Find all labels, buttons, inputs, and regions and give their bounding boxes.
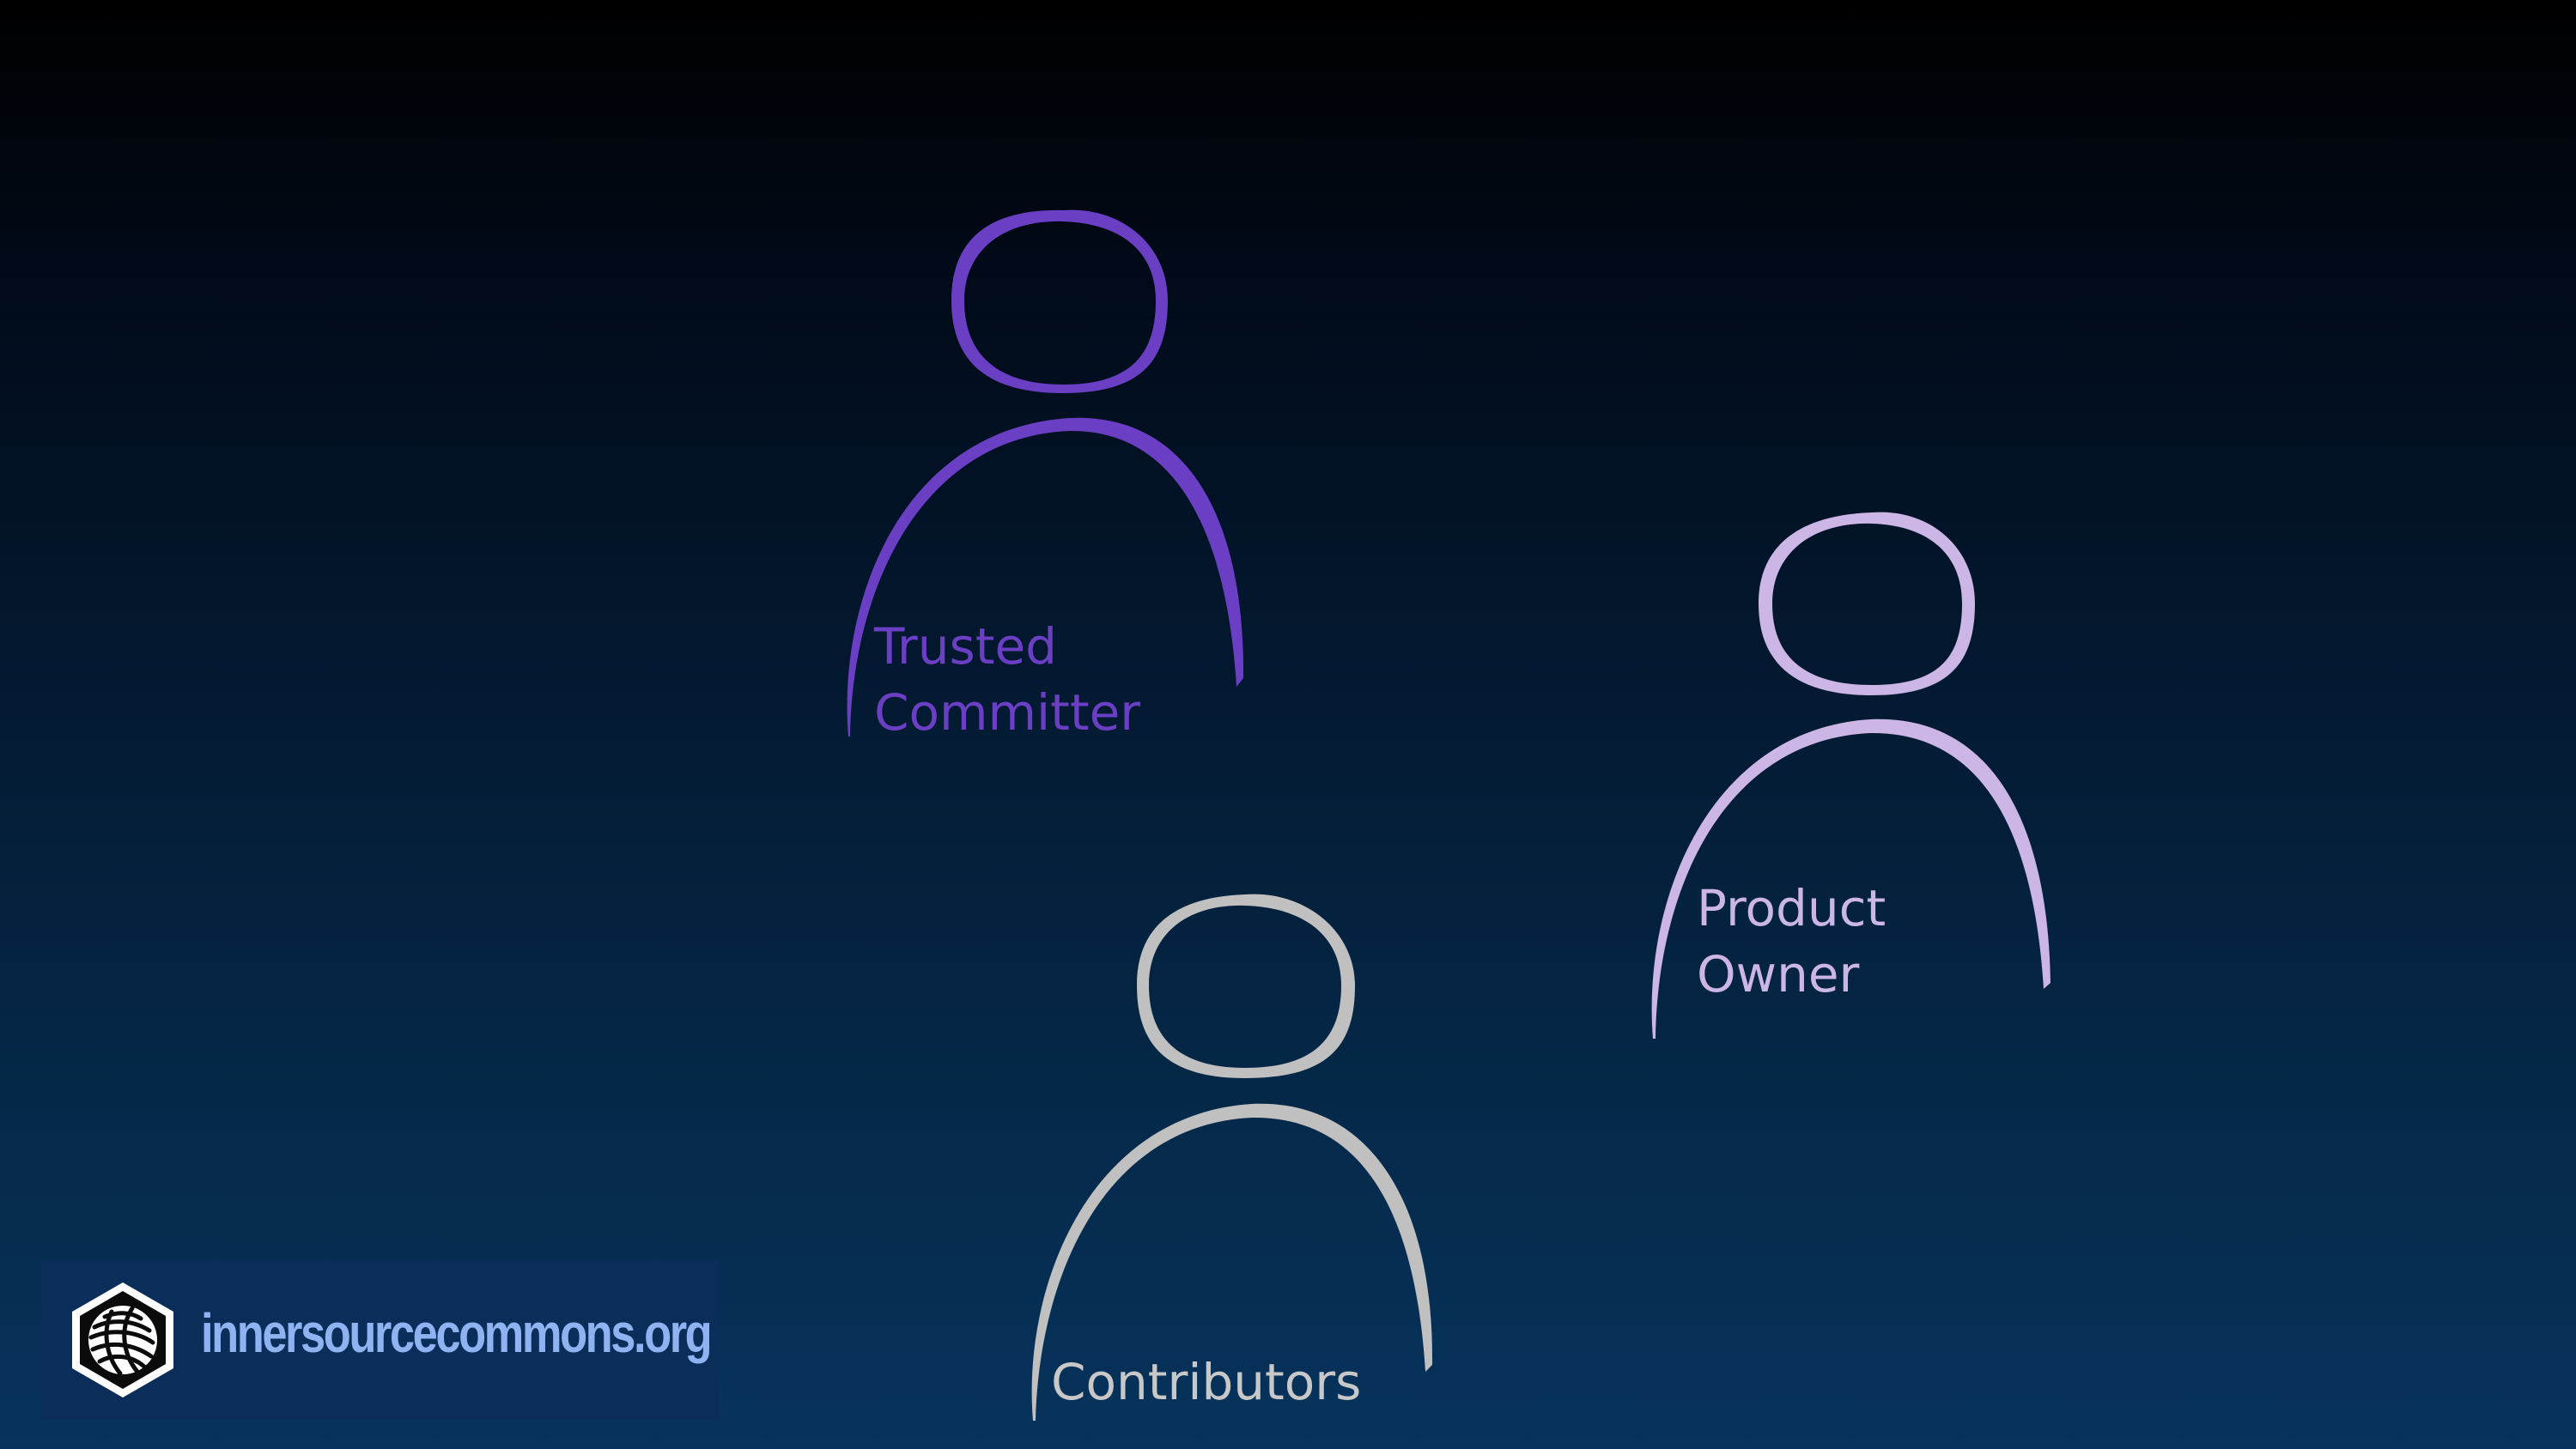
- contributors-figure: [1031, 894, 1433, 1421]
- product-owner-head: [1759, 512, 1975, 695]
- trusted-committer-label: Trusted Committer: [874, 614, 1140, 746]
- brand-banner[interactable]: innersourcecommons.org: [41, 1260, 720, 1420]
- product-owner-label-line-2: Owner: [1697, 945, 1860, 1003]
- product-owner-label-line-1: Product: [1697, 879, 1886, 937]
- contributors-label-line-1: Contributors: [1051, 1353, 1362, 1411]
- trusted-committer-label-line-2: Committer: [874, 683, 1141, 742]
- innersource-hexagon-logo-icon: [72, 1282, 173, 1397]
- trusted-committer-label-line-1: Trusted: [874, 617, 1057, 676]
- contributors-label: Contributors: [1051, 1349, 1361, 1416]
- contributors-head: [1137, 894, 1355, 1078]
- product-owner-label: Product Owner: [1697, 876, 1886, 1008]
- trusted-committer-head: [951, 209, 1168, 393]
- brand-text[interactable]: innersourcecommons.org: [201, 1302, 713, 1364]
